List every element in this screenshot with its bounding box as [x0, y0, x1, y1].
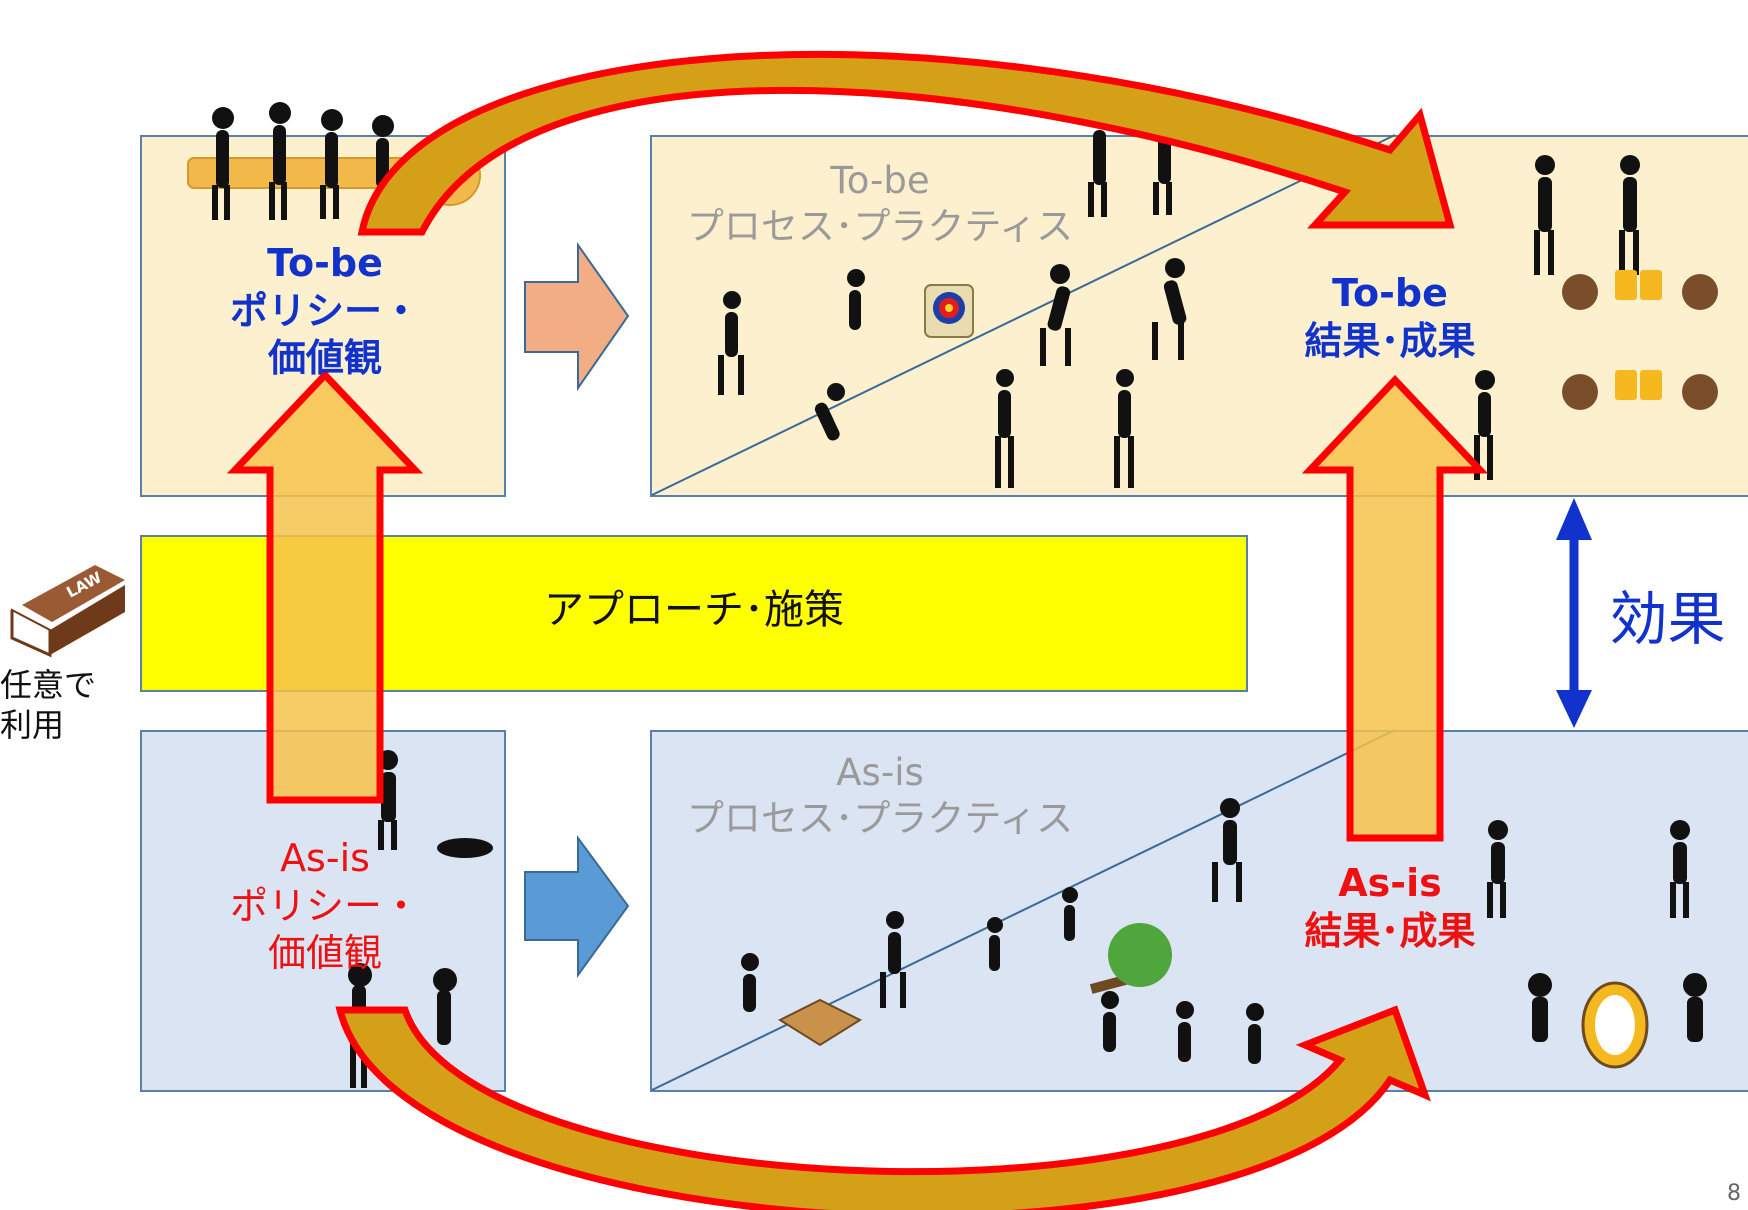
- asis-policy-status: As-is: [280, 836, 370, 880]
- asis-policy-label: As-is ポリシー・ 価値観: [190, 835, 460, 978]
- asis-results-label: As-is 結果･成果: [1260, 860, 1520, 955]
- law-book-icon: LAW: [10, 565, 125, 658]
- beer-toast-icons: [1562, 270, 1718, 410]
- asis-results-title: 結果･成果: [1304, 908, 1476, 953]
- tobe-results-status: To-be: [1332, 271, 1448, 315]
- asis-policy-title-line1: ポリシー・: [229, 883, 420, 928]
- law-book-caption: 任意で 利用: [0, 665, 112, 745]
- asis-process-arrow: [524, 834, 630, 979]
- asis-policy-title-line2: 価値観: [267, 931, 382, 975]
- results-up-arrow: [1301, 374, 1489, 842]
- bottom-curved-arrow: [335, 1005, 1431, 1210]
- tobe-policy-title-line2: 価値観: [267, 336, 382, 380]
- law-book-caption-line1: 任意で: [0, 666, 97, 704]
- stick-figures-tobe-results: [1474, 155, 1640, 480]
- effect-double-arrow: [1556, 498, 1592, 728]
- tobe-policy-title-line1: ポリシー・: [229, 288, 420, 333]
- stopwatch-icon: [1581, 981, 1649, 1069]
- page-number: 8: [1727, 1181, 1741, 1206]
- tobe-process-title: プロセス･プラクティス: [686, 205, 1074, 249]
- top-curved-arrow: [357, 50, 1455, 236]
- asis-results-status: As-is: [1338, 861, 1442, 905]
- tobe-results-title: 結果･成果: [1304, 318, 1476, 363]
- asis-diagonal-line: [651, 729, 1396, 1091]
- asis-process-title: プロセス･プラクティス: [686, 797, 1074, 841]
- asis-process-status: As-is: [836, 751, 924, 794]
- law-book-caption-line2: 利用: [0, 706, 65, 744]
- approach-label: アプローチ･施策: [544, 587, 844, 633]
- target-icon: [924, 284, 974, 338]
- effect-label: 効果: [1609, 585, 1726, 653]
- stick-figures-asis-results: [1487, 820, 1707, 1042]
- tobe-diagonal-line: [651, 134, 1396, 496]
- stick-figures-tobe-policy: [212, 102, 394, 220]
- tree-icon: [1089, 923, 1172, 994]
- tobe-results-label: To-be 結果･成果: [1260, 270, 1520, 365]
- stick-figures-asis-process: [741, 798, 1264, 1064]
- asis-process-label: As-is プロセス･プラクティス: [660, 750, 1100, 843]
- tobe-process-label: To-be プロセス･プラクティス: [660, 158, 1100, 251]
- tobe-policy-status: To-be: [267, 241, 383, 285]
- cardboard-box-icon: [777, 998, 863, 1047]
- tobe-policy-label: To-be ポリシー・ 価値観: [190, 240, 460, 383]
- tobe-process-status: To-be: [830, 159, 930, 202]
- tobe-process-arrow: [524, 241, 630, 392]
- policy-up-arrow: [226, 369, 424, 804]
